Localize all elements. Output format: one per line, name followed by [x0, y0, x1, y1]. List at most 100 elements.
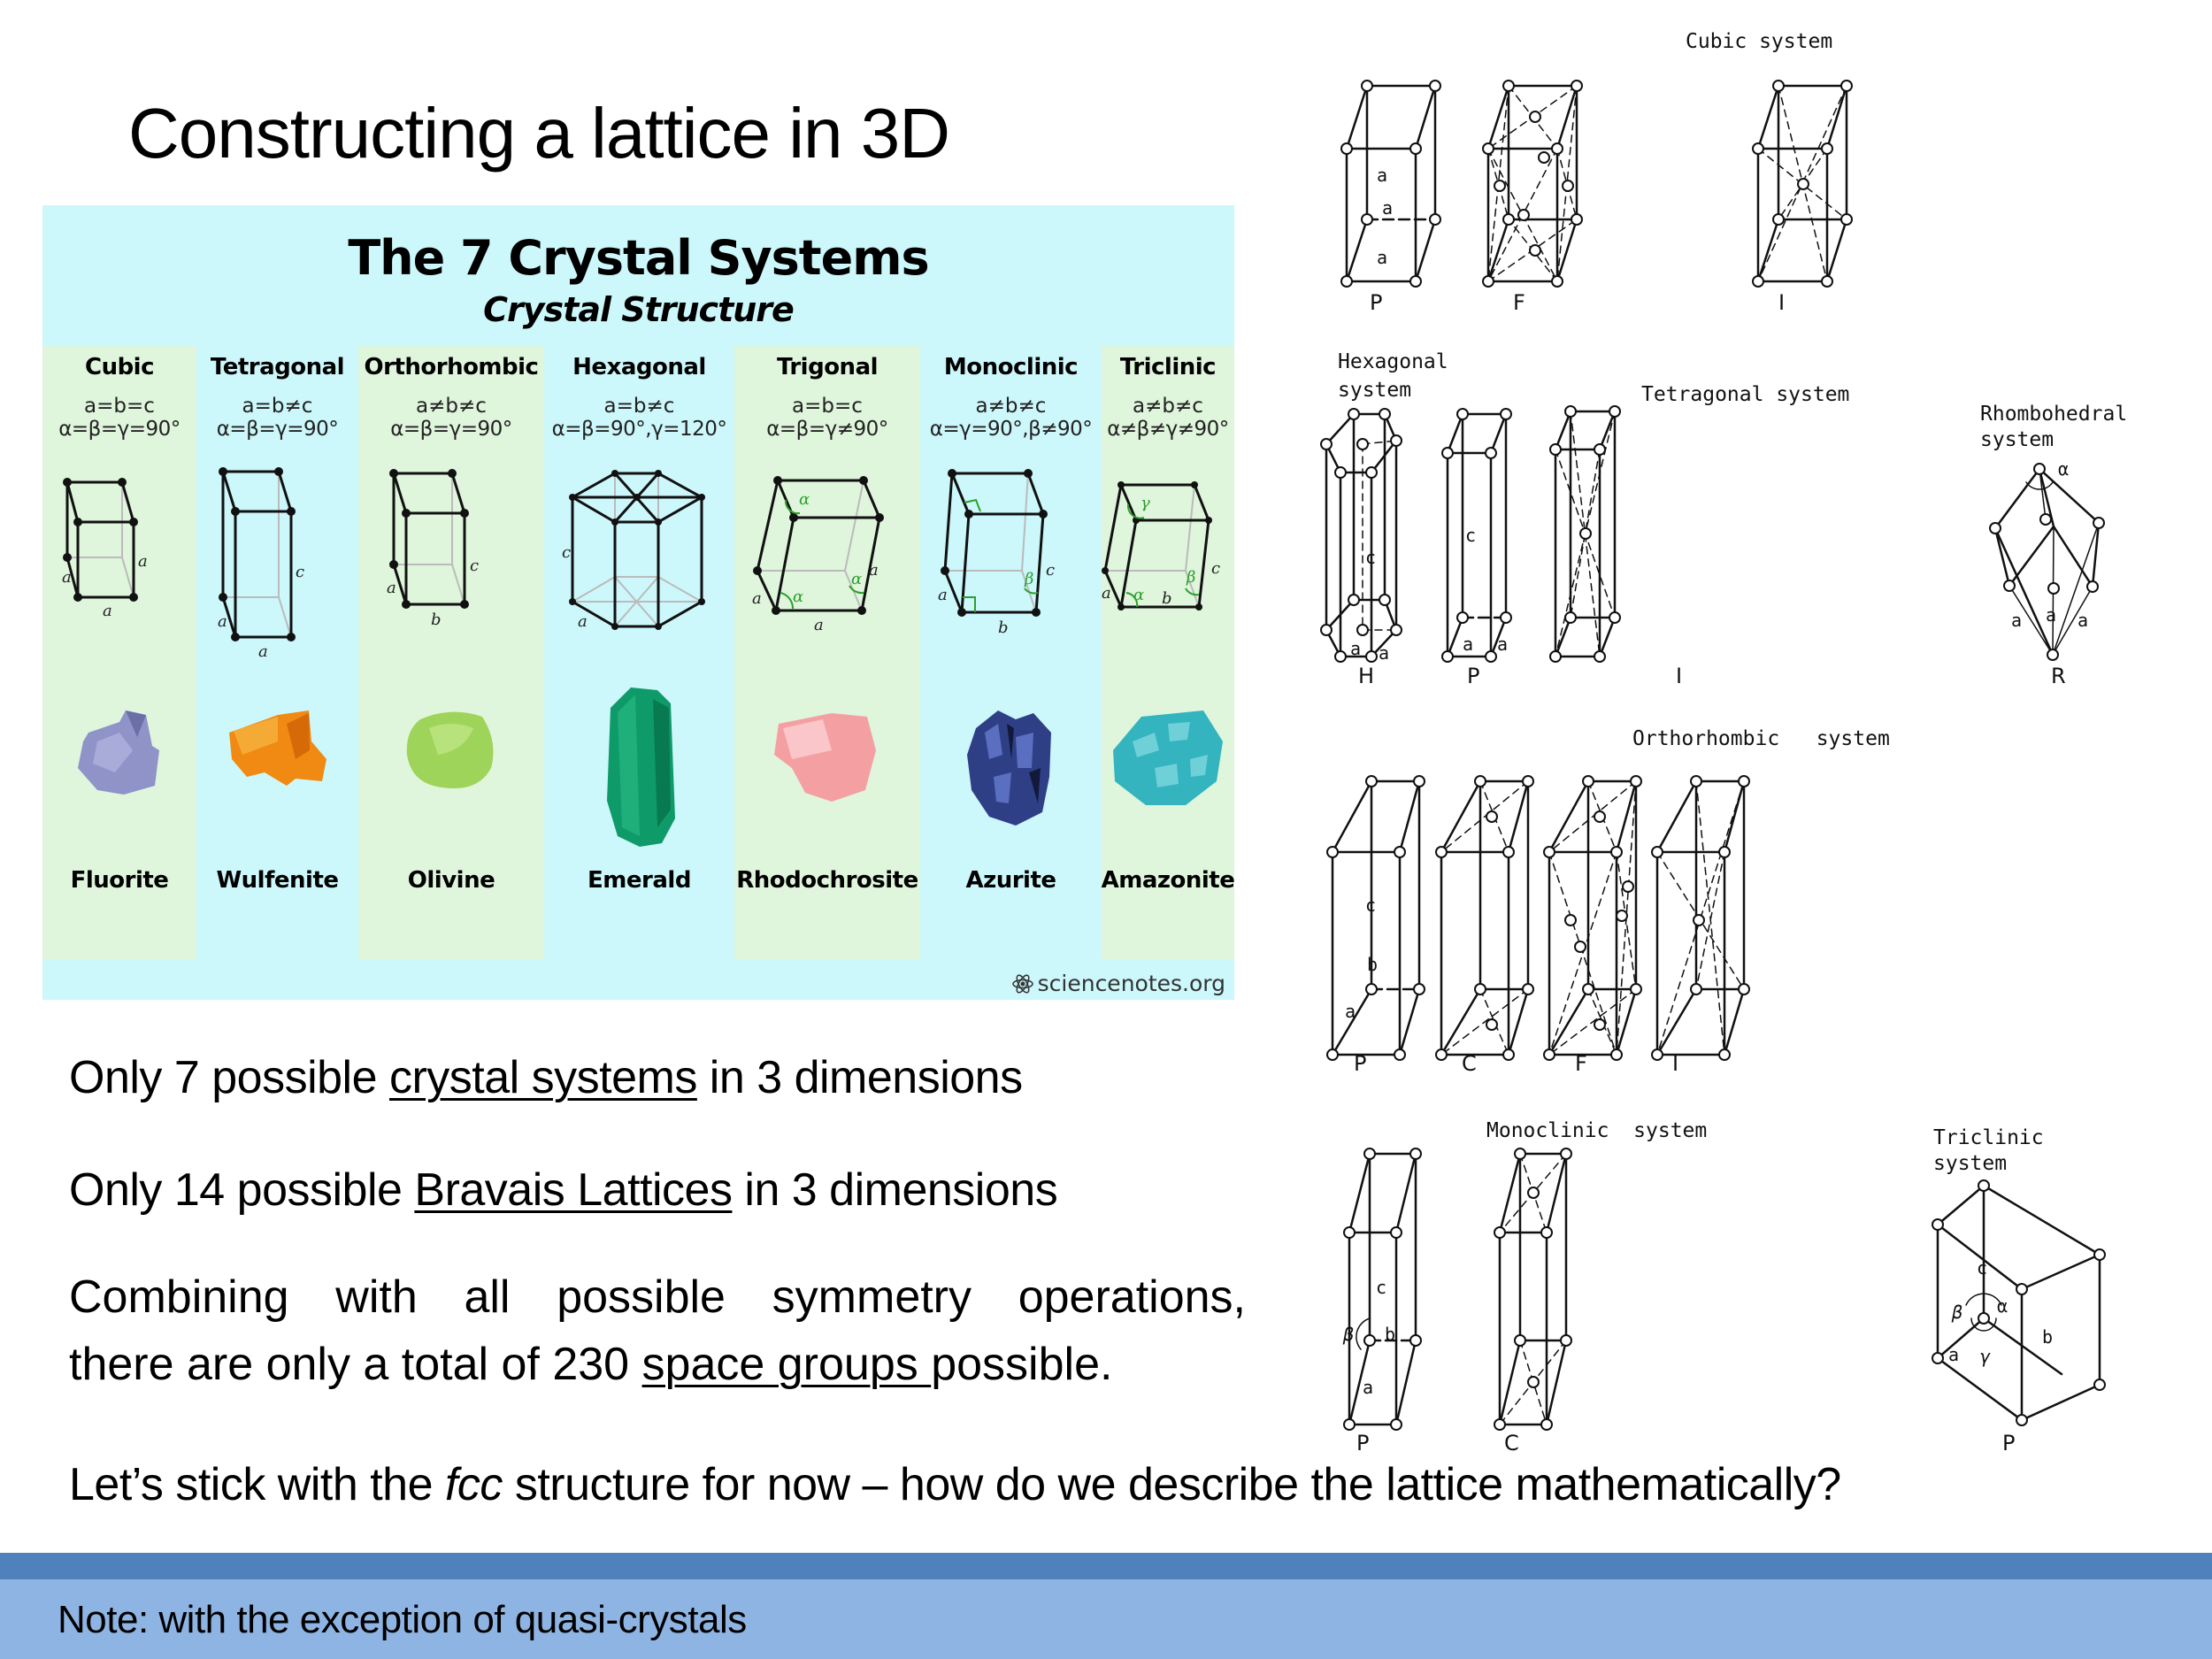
- credit-text: sciencenotes.org: [1037, 971, 1225, 996]
- svg-text:γ: γ: [1141, 494, 1150, 512]
- trigonal-cell-icon: ααα aaa: [752, 476, 884, 634]
- bullet-text-line1: Combining with all possible symmetry ope…: [69, 1271, 1246, 1323]
- space-groups-link[interactable]: space groups: [641, 1339, 932, 1390]
- svg-text:c: c: [1211, 559, 1220, 578]
- svg-text:α: α: [2058, 458, 2069, 480]
- bullet-text: structure for now – how do we describe t…: [502, 1459, 1841, 1510]
- svg-text:a: a: [1102, 584, 1111, 603]
- hexagonal-system-label-2: system: [1338, 379, 1412, 402]
- axes-relation: a≠b≠c: [416, 395, 487, 418]
- svg-text:a: a: [1350, 638, 1361, 659]
- svg-text:a: a: [138, 552, 148, 571]
- axes-relation: a=b≠c: [603, 395, 675, 418]
- lattice-type-rhombohedral-r: R: [2051, 664, 2066, 688]
- hexagonal-system-label-1: Hexagonal: [1338, 350, 1448, 373]
- angles-relation: α=γ=90°,β≠90°: [929, 418, 1093, 441]
- svg-text:a: a: [1379, 642, 1389, 664]
- svg-text:β: β: [1951, 1302, 1962, 1323]
- bullet-text-line2: there are only a total of 230 space grou…: [69, 1339, 1112, 1390]
- svg-text:a: a: [103, 602, 112, 620]
- monoclinic-system-label: Monoclinic system: [1486, 1119, 1708, 1142]
- mineral-image-emerald: [600, 686, 680, 854]
- axes-relation: a=b≠c: [242, 395, 313, 418]
- svg-text:c: c: [1365, 895, 1376, 916]
- system-name: Tetragonal: [210, 354, 345, 380]
- svg-text:a: a: [1463, 634, 1473, 655]
- axes-relation: a=b=c: [792, 395, 863, 418]
- lattice-type-monoclinic-p: P: [1356, 1431, 1370, 1455]
- lattice-type-cubic-f: F: [1513, 290, 1525, 315]
- cubic-cell-icon: a a a: [62, 478, 148, 620]
- system-name: Trigonal: [776, 354, 879, 380]
- angles-relation: α=β=γ≠90°: [766, 418, 888, 441]
- mineral-image-fluorite: [71, 706, 168, 808]
- svg-text:β: β: [1186, 568, 1195, 587]
- lattice-type-tetragonal-i: I: [1676, 664, 1683, 688]
- svg-text:β: β: [1342, 1324, 1354, 1345]
- svg-text:b: b: [431, 611, 442, 629]
- mineral-name: Fluorite: [70, 867, 169, 894]
- angles-relation: α=β=γ=90°: [58, 418, 180, 441]
- svg-text:a: a: [869, 561, 879, 580]
- lattice-type-hexagonal-h: H: [1358, 664, 1375, 688]
- rhombohedral-system-label-2: system: [1980, 428, 2055, 451]
- svg-text:α: α: [793, 588, 803, 606]
- svg-text:a: a: [1382, 197, 1393, 219]
- footnote: Note: with the exception of quasi-crysta…: [58, 1598, 747, 1641]
- bullet-text: in 3 dimensions: [732, 1164, 1058, 1216]
- mineral-name: Olivine: [407, 867, 495, 894]
- svg-text:a: a: [578, 612, 588, 631]
- rhombohedral-system-label-1: Rhombohedral: [1980, 403, 2128, 426]
- svg-text:a: a: [62, 568, 72, 587]
- bullet-text: there are only a total of 230: [69, 1339, 642, 1390]
- mineral-name: Emerald: [588, 867, 691, 894]
- angles-relation: α=β=γ=90°: [390, 418, 512, 441]
- lattice-type-orthorhombic-f: F: [1575, 1051, 1587, 1076]
- svg-text:c: c: [296, 563, 304, 581]
- mineral-name: Wulfenite: [216, 867, 339, 894]
- svg-text:a: a: [1497, 634, 1508, 655]
- svg-text:c: c: [1365, 547, 1376, 568]
- mineral-image-azurite: [963, 706, 1060, 834]
- bravais-lattice-drawings: a a a c a a c a a α a a a c b a c b a β …: [1320, 80, 2106, 1431]
- lattice-type-triclinic-p: P: [2002, 1431, 2016, 1455]
- mineral-name: Rhodochrosite: [736, 867, 918, 894]
- bullet-fcc-question: Let’s stick with the fcc structure for n…: [69, 1458, 1841, 1511]
- bullet-text: possible.: [931, 1339, 1113, 1390]
- angles-relation: α≠β≠γ≠90°: [1107, 418, 1229, 441]
- system-name: Cubic: [84, 354, 155, 380]
- angles-relation: α=β=90°,γ=120°: [551, 418, 727, 441]
- bullet-bravais-lattices: Only 14 possible Bravais Lattices in 3 d…: [69, 1164, 1058, 1217]
- infographic-title: The 7 Crystal Systems: [348, 230, 929, 286]
- bravais-lattices-link[interactable]: Bravais Lattices: [414, 1164, 733, 1216]
- svg-text:a: a: [1377, 247, 1387, 268]
- infographic-subtitle: Crystal Structure: [483, 290, 795, 329]
- lattice-type-cubic-p: P: [1370, 290, 1383, 315]
- system-name: Triclinic: [1119, 354, 1217, 380]
- svg-text:a: a: [1377, 165, 1387, 186]
- svg-text:α: α: [799, 490, 810, 509]
- footer-band-dark: [0, 1553, 2212, 1579]
- bullet-space-groups: Combining with all possible symmetry ope…: [69, 1263, 1246, 1398]
- svg-text:a: a: [814, 616, 824, 634]
- orthorhombic-system-label: Orthorhombic system: [1632, 727, 1890, 750]
- svg-text:a: a: [938, 586, 948, 604]
- bullet-text: Only 14 possible: [69, 1164, 415, 1216]
- triclinic-system-label-2: system: [1933, 1152, 2008, 1175]
- svg-text:a: a: [1948, 1344, 1959, 1365]
- footer-band-light: [0, 1579, 2212, 1659]
- svg-text:a: a: [1363, 1377, 1373, 1398]
- crystal-systems-link[interactable]: crystal systems: [388, 1052, 697, 1103]
- svg-text:b: b: [1367, 954, 1378, 975]
- svg-text:a: a: [1345, 1001, 1356, 1022]
- svg-text:b: b: [998, 618, 1009, 637]
- svg-text:c: c: [1376, 1277, 1386, 1298]
- lattice-type-cubic-i: I: [1778, 290, 1786, 315]
- system-name: Hexagonal: [572, 354, 706, 380]
- lattice-type-monoclinic-c: C: [1504, 1431, 1519, 1455]
